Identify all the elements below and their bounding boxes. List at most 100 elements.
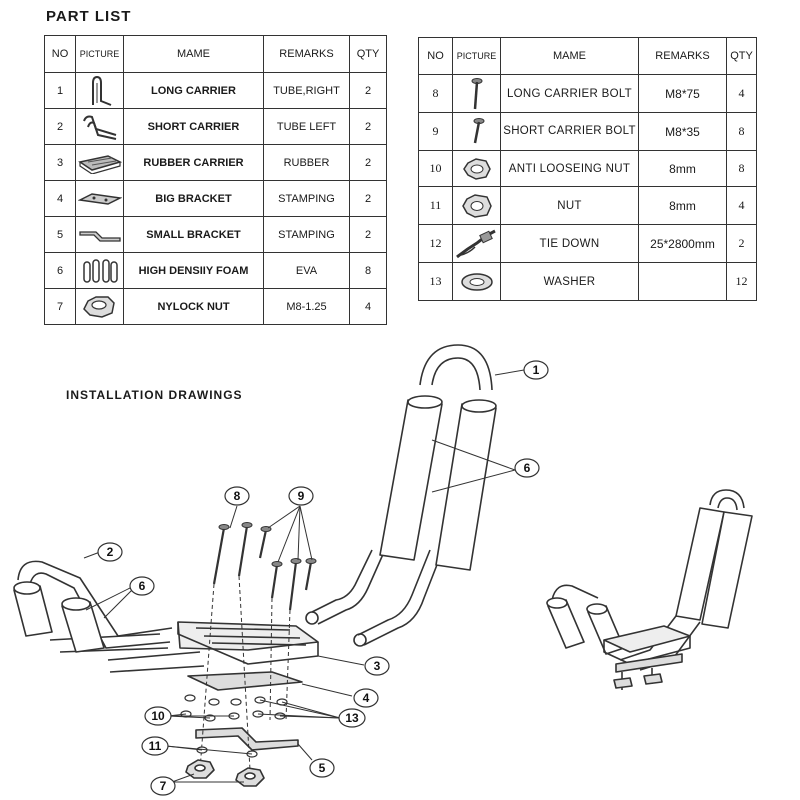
table-row: 11 NUT 8mm 4 <box>418 186 757 225</box>
svg-text:2: 2 <box>107 545 114 559</box>
part-qty: 2 <box>349 72 387 109</box>
table-row: 5 SMALL BRACKET STAMPING 2 <box>44 216 387 253</box>
callout-7: 7 <box>150 776 176 796</box>
part-remarks: STAMPING <box>263 180 350 217</box>
header-no: NO <box>418 37 453 75</box>
small-bracket-icon <box>75 216 124 253</box>
callout-3: 3 <box>364 656 390 676</box>
foam-pads-drawing <box>379 395 497 571</box>
callout-2: 2 <box>97 542 123 562</box>
part-no: 8 <box>418 74 453 113</box>
header-qty: QTY <box>349 35 387 73</box>
part-no: 6 <box>44 252 76 289</box>
part-name: NYLOCK NUT <box>123 288 264 325</box>
table-row: 13 WASHER 12 <box>418 262 757 301</box>
nut-icon <box>452 186 501 225</box>
part-no: 10 <box>418 150 453 187</box>
tie-down-icon <box>452 224 501 263</box>
part-name: BIG BRACKET <box>123 180 264 217</box>
svg-text:6: 6 <box>139 579 146 593</box>
part-no: 9 <box>418 112 453 151</box>
header-remarks: REMARKS <box>638 37 727 75</box>
svg-text:1: 1 <box>533 363 540 377</box>
part-name: SMALL BRACKET <box>123 216 264 253</box>
part-remarks: TUBE,RIGHT <box>263 72 350 109</box>
part-remarks: 25*2800mm <box>638 224 727 263</box>
svg-text:7: 7 <box>160 779 167 793</box>
parts-table-left: NO PICTURE MAME REMARKS QTY 1 LONG CARRI… <box>44 35 387 325</box>
callout-9: 9 <box>288 486 314 506</box>
long-bolt-icon <box>452 74 501 113</box>
part-name: NUT <box>500 186 639 225</box>
svg-text:13: 13 <box>345 711 359 725</box>
part-remarks: EVA <box>263 252 350 289</box>
part-name: HIGH DENSIIY FOAM <box>123 252 264 289</box>
svg-text:4: 4 <box>363 691 370 705</box>
part-remarks: STAMPING <box>263 216 350 253</box>
part-qty: 8 <box>349 252 387 289</box>
part-name: LONG CARRIER <box>123 72 264 109</box>
part-no: 11 <box>418 186 453 225</box>
table-row: 10 ANTI LOOSEING NUT 8mm 8 <box>418 150 757 187</box>
part-qty: 4 <box>726 74 757 113</box>
part-no: 5 <box>44 216 76 253</box>
part-no: 3 <box>44 144 76 181</box>
assembled-view-drawing <box>546 489 753 690</box>
small-bracket-drawing <box>195 727 299 751</box>
callout-10: 10 <box>144 706 172 726</box>
part-qty: 2 <box>349 180 387 217</box>
anti-loosening-nut-icon <box>452 150 501 187</box>
table-row: 9 SHORT CARRIER BOLT M8*35 8 <box>418 112 757 151</box>
part-remarks: 8mm <box>638 150 727 187</box>
svg-text:6: 6 <box>524 461 531 475</box>
part-remarks: M8*75 <box>638 74 727 113</box>
header-qty: QTY <box>726 37 757 75</box>
part-no: 12 <box>418 224 453 263</box>
big-bracket-icon <box>75 180 124 217</box>
header-picture: PICTURE <box>75 35 124 73</box>
part-name: SHORT CARRIER BOLT <box>500 112 639 151</box>
long-carrier-drawing <box>305 344 493 647</box>
part-qty: 2 <box>349 216 387 253</box>
long-carrier-icon <box>75 72 124 109</box>
short-bolt-icon <box>452 112 501 151</box>
table-row: 8 LONG CARRIER BOLT M8*75 4 <box>418 74 757 113</box>
short-carrier-icon <box>75 108 124 145</box>
svg-text:10: 10 <box>151 709 165 723</box>
callout-4: 4 <box>353 688 379 708</box>
part-list-title: PART LIST <box>46 8 132 25</box>
part-name: SHORT CARRIER <box>123 108 264 145</box>
part-name: TIE DOWN <box>500 224 639 263</box>
bolts-drawing <box>212 525 313 611</box>
nylock-nut-icon <box>75 288 124 325</box>
callout-6-short: 6 <box>129 576 155 596</box>
part-no: 13 <box>418 262 453 301</box>
rubber-carrier-drawing <box>177 621 319 665</box>
callout-5: 5 <box>309 758 335 778</box>
part-remarks: M8-1.25 <box>263 288 350 325</box>
part-no: 1 <box>44 72 76 109</box>
part-no: 7 <box>44 288 76 325</box>
part-no: 4 <box>44 180 76 217</box>
part-remarks: 8mm <box>638 186 727 225</box>
part-name: RUBBER CARRIER <box>123 144 264 181</box>
table-row: 3 RUBBER CARRIER RUBBER 2 <box>44 144 387 181</box>
short-carrier-drawing <box>13 560 205 673</box>
header-name: MAME <box>500 37 639 75</box>
header-name: MAME <box>123 35 264 73</box>
part-remarks: TUBE LEFT <box>263 108 350 145</box>
header-picture: PICTURE <box>452 37 501 75</box>
part-qty: 2 <box>349 108 387 145</box>
header-remarks: REMARKS <box>263 35 350 73</box>
table-row: 6 HIGH DENSIIY FOAM EVA 8 <box>44 252 387 289</box>
washer-icon <box>452 262 501 301</box>
callout-11: 11 <box>141 736 169 756</box>
callout-8: 8 <box>224 486 250 506</box>
part-qty: 12 <box>726 262 757 301</box>
svg-text:9: 9 <box>298 489 305 503</box>
table-row: 2 SHORT CARRIER TUBE LEFT 2 <box>44 108 387 145</box>
part-qty: 8 <box>726 112 757 151</box>
rubber-carrier-icon <box>75 144 124 181</box>
part-name: LONG CARRIER BOLT <box>500 74 639 113</box>
table-row: 12 TIE DOWN 25*2800mm 2 <box>418 224 757 263</box>
